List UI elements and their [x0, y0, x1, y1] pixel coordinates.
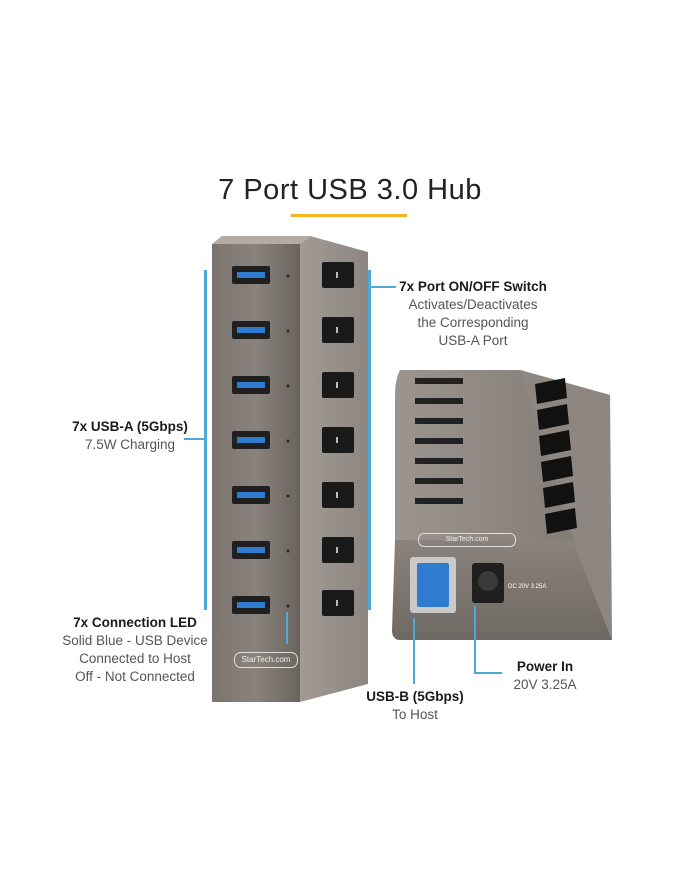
switch-desc-2: the Corresponding [417, 315, 529, 330]
switch-heading: 7x Port ON/OFF Switch [399, 279, 547, 294]
usb-a-ports [232, 266, 270, 614]
dc-jack [472, 563, 504, 603]
back-port-slots [415, 378, 577, 534]
brand-logo-back: StarTech.com [418, 533, 516, 547]
power-callout: Power In 20V 3.25A [505, 658, 585, 694]
dc-label: DC 20V 3.25A [508, 584, 547, 590]
led-line-vertical [286, 612, 288, 644]
usbb-desc: To Host [392, 707, 438, 722]
power-desc: 20V 3.25A [513, 677, 577, 692]
usb-b-port [410, 557, 456, 613]
switch-desc-1: Activates/Deactivates [408, 297, 538, 312]
hub-front-view [212, 236, 368, 702]
page-title: 7 Port USB 3.0 Hub [218, 174, 482, 206]
usbb-callout: USB-B (5Gbps) To Host [360, 688, 470, 724]
led-indicators [286, 274, 290, 608]
usbb-line [413, 618, 415, 684]
power-line-vertical [474, 606, 476, 674]
usba-callout: 7x USB-A (5Gbps) 7.5W Charging [60, 418, 200, 454]
usba-heading: 7x USB-A (5Gbps) [72, 419, 188, 434]
led-desc-3: Off - Not Connected [75, 669, 195, 684]
led-callout: 7x Connection LED Solid Blue - USB Devic… [60, 614, 210, 686]
switch-bracket-tick [368, 286, 396, 288]
title-underline [291, 214, 407, 217]
led-heading: 7x Connection LED [73, 615, 197, 630]
switch-bracket-line [368, 270, 371, 610]
usbb-heading: USB-B (5Gbps) [366, 689, 464, 704]
switch-desc-3: USB-A Port [438, 333, 508, 348]
port-switches [322, 262, 354, 616]
power-line-horizontal [474, 672, 502, 674]
usba-bracket-line [204, 270, 207, 610]
usba-desc: 7.5W Charging [84, 437, 176, 452]
usba-bracket-tick [184, 438, 206, 440]
led-desc-2: Connected to Host [79, 651, 191, 666]
switch-callout: 7x Port ON/OFF Switch Activates/Deactiva… [398, 278, 548, 350]
led-desc-1: Solid Blue - USB Device [62, 633, 208, 648]
usb-a-port-list [232, 266, 272, 616]
power-heading: Power In [516, 659, 574, 674]
brand-logo-front: StarTech.com [234, 652, 298, 668]
